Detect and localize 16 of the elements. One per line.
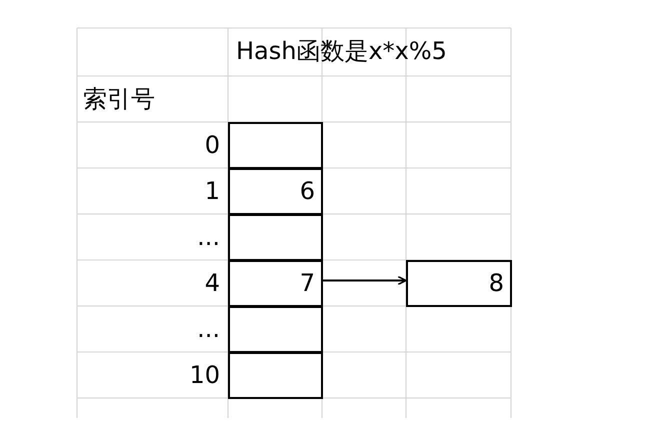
index-number: ... <box>196 314 220 345</box>
column-header: 索引号 <box>83 84 155 115</box>
hash-bucket-cell: 8 <box>406 260 512 307</box>
index-number: ... <box>196 222 220 253</box>
empty-bucket-cell <box>228 306 323 353</box>
empty-bucket-cell <box>228 352 323 399</box>
arrow <box>323 276 407 286</box>
hash-bucket-cell: 6 <box>228 168 323 215</box>
index-number: 10 <box>188 360 220 391</box>
hash-bucket-cell: 7 <box>228 260 323 307</box>
index-number: 4 <box>204 268 220 299</box>
header-text: Hash函数是x*x%5 <box>236 36 447 67</box>
index-number: 0 <box>204 130 220 161</box>
index-number: 1 <box>204 176 220 207</box>
empty-bucket-cell <box>228 122 323 169</box>
empty-bucket-cell <box>228 214 323 261</box>
